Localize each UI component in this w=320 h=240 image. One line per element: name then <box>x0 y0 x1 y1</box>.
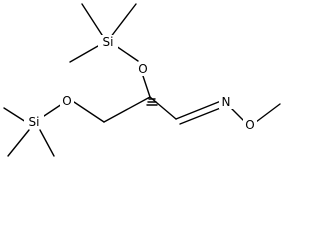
bond-si-bottom-o-bottom <box>43 103 63 117</box>
chemical-structure: Si O Si O N O <box>3 3 281 157</box>
label-mask-o-oxime <box>243 118 257 132</box>
bond-si-bottom-methyl-lower-right <box>39 129 55 157</box>
bond-n-o-oxime <box>230 107 246 123</box>
atom-o-top: O <box>138 62 147 76</box>
bond-o-oxime-methyl <box>255 103 281 123</box>
bond-c-n-double-line-2 <box>179 106 224 125</box>
label-mask-si-top <box>98 35 118 49</box>
bond-layer <box>3 3 281 157</box>
bond-si-bottom-methyl-left <box>3 107 27 123</box>
atom-o-oxime: O <box>245 118 254 132</box>
atom-n-oxime: N <box>222 95 231 109</box>
label-mask-o-bottom <box>60 94 74 108</box>
bond-chiral-carbon-ch <box>149 96 177 120</box>
bond-si-top-o-top <box>115 45 139 62</box>
label-mask-si-bottom <box>24 114 44 128</box>
bond-si-top-methyl-upper-right <box>109 3 137 39</box>
label-mask-n-oxime <box>219 95 233 109</box>
atom-o-bottom: O <box>62 94 71 108</box>
bond-o-bottom-ch2 <box>73 101 105 123</box>
bond-o-top-chiral-carbon <box>142 75 151 98</box>
atom-si-bottom: Si <box>29 115 40 129</box>
bond-c-n-double-line-1 <box>175 100 222 120</box>
label-mask-o-top <box>136 62 150 76</box>
bond-si-bottom-methyl-lower-left <box>7 129 30 157</box>
bond-si-top-methyl-left <box>69 45 99 63</box>
bond-si-top-methyl-upper-left <box>81 3 105 39</box>
bond-ch2-chiral-carbon <box>103 96 151 123</box>
atom-label-layer: Si O Si O N O <box>24 35 257 132</box>
atom-si-top: Si <box>103 35 114 49</box>
